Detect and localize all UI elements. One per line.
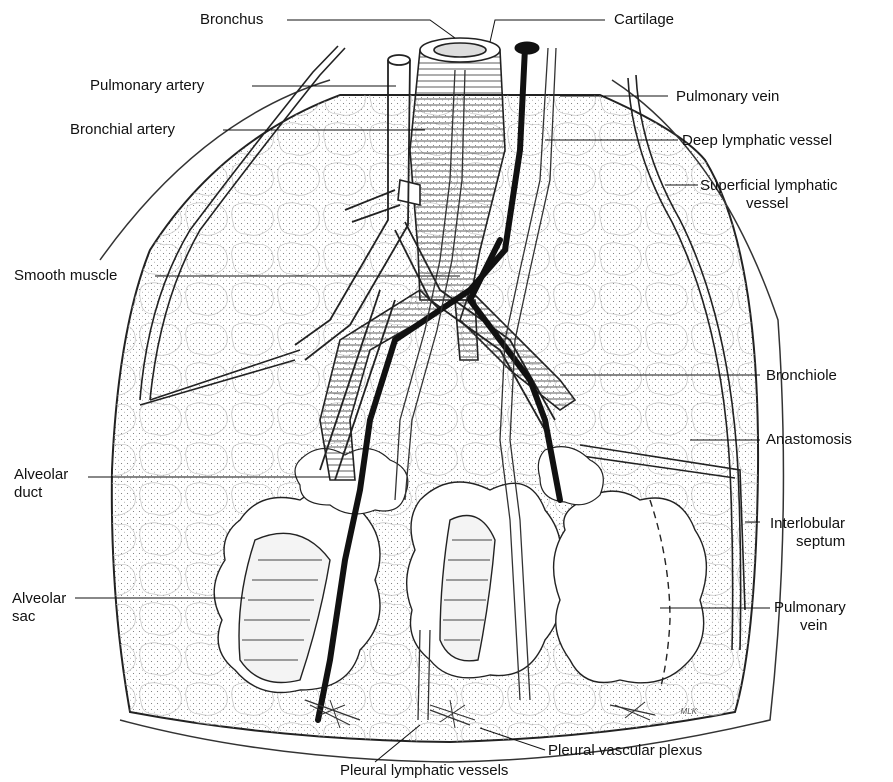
label-superficial-lymphatic: Superficial lymphatic vessel <box>700 177 838 213</box>
label-alveolar-sac: Alveolar sac <box>12 590 66 626</box>
label-interlobular-line1: Interlobular <box>770 515 845 533</box>
label-pleural-lymphatic-vessels: Pleural lymphatic vessels <box>340 762 508 780</box>
label-interlobular-septum: Interlobular septum <box>770 515 845 551</box>
label-alveolar-duct-line2: duct <box>14 484 68 502</box>
label-pleural-vascular-plexus: Pleural vascular plexus <box>548 742 702 760</box>
label-bronchial-artery: Bronchial artery <box>70 121 175 139</box>
alveolar-sac-right <box>554 491 707 690</box>
label-pulmonary-vein-bottom: Pulmonary vein <box>774 599 846 635</box>
label-pulmonary-vein-bottom-line2: vein <box>774 617 846 635</box>
label-pulmonary-artery: Pulmonary artery <box>90 77 204 95</box>
label-cartilage: Cartilage <box>614 11 674 29</box>
label-superficial-lymphatic-line1: Superficial lymphatic <box>700 177 838 195</box>
artist-signature: MLK <box>681 707 697 716</box>
label-alveolar-sac-line1: Alveolar <box>12 590 66 608</box>
label-bronchus: Bronchus <box>200 11 263 29</box>
label-alveolar-duct-line1: Alveolar <box>14 466 68 484</box>
label-smooth-muscle: Smooth muscle <box>14 267 117 285</box>
label-interlobular-line2: septum <box>770 533 845 551</box>
label-pulmonary-vein-bottom-line1: Pulmonary <box>774 599 846 617</box>
label-deep-lymphatic: Deep lymphatic vessel <box>682 132 832 150</box>
label-anastomosis: Anastomosis <box>766 431 852 449</box>
label-pulmonary-vein-top: Pulmonary vein <box>676 88 779 106</box>
label-bronchiole: Bronchiole <box>766 367 837 385</box>
label-alveolar-duct: Alveolar duct <box>14 466 68 502</box>
label-superficial-lymphatic-line2: vessel <box>700 195 838 213</box>
label-alveolar-sac-line2: sac <box>12 608 66 626</box>
